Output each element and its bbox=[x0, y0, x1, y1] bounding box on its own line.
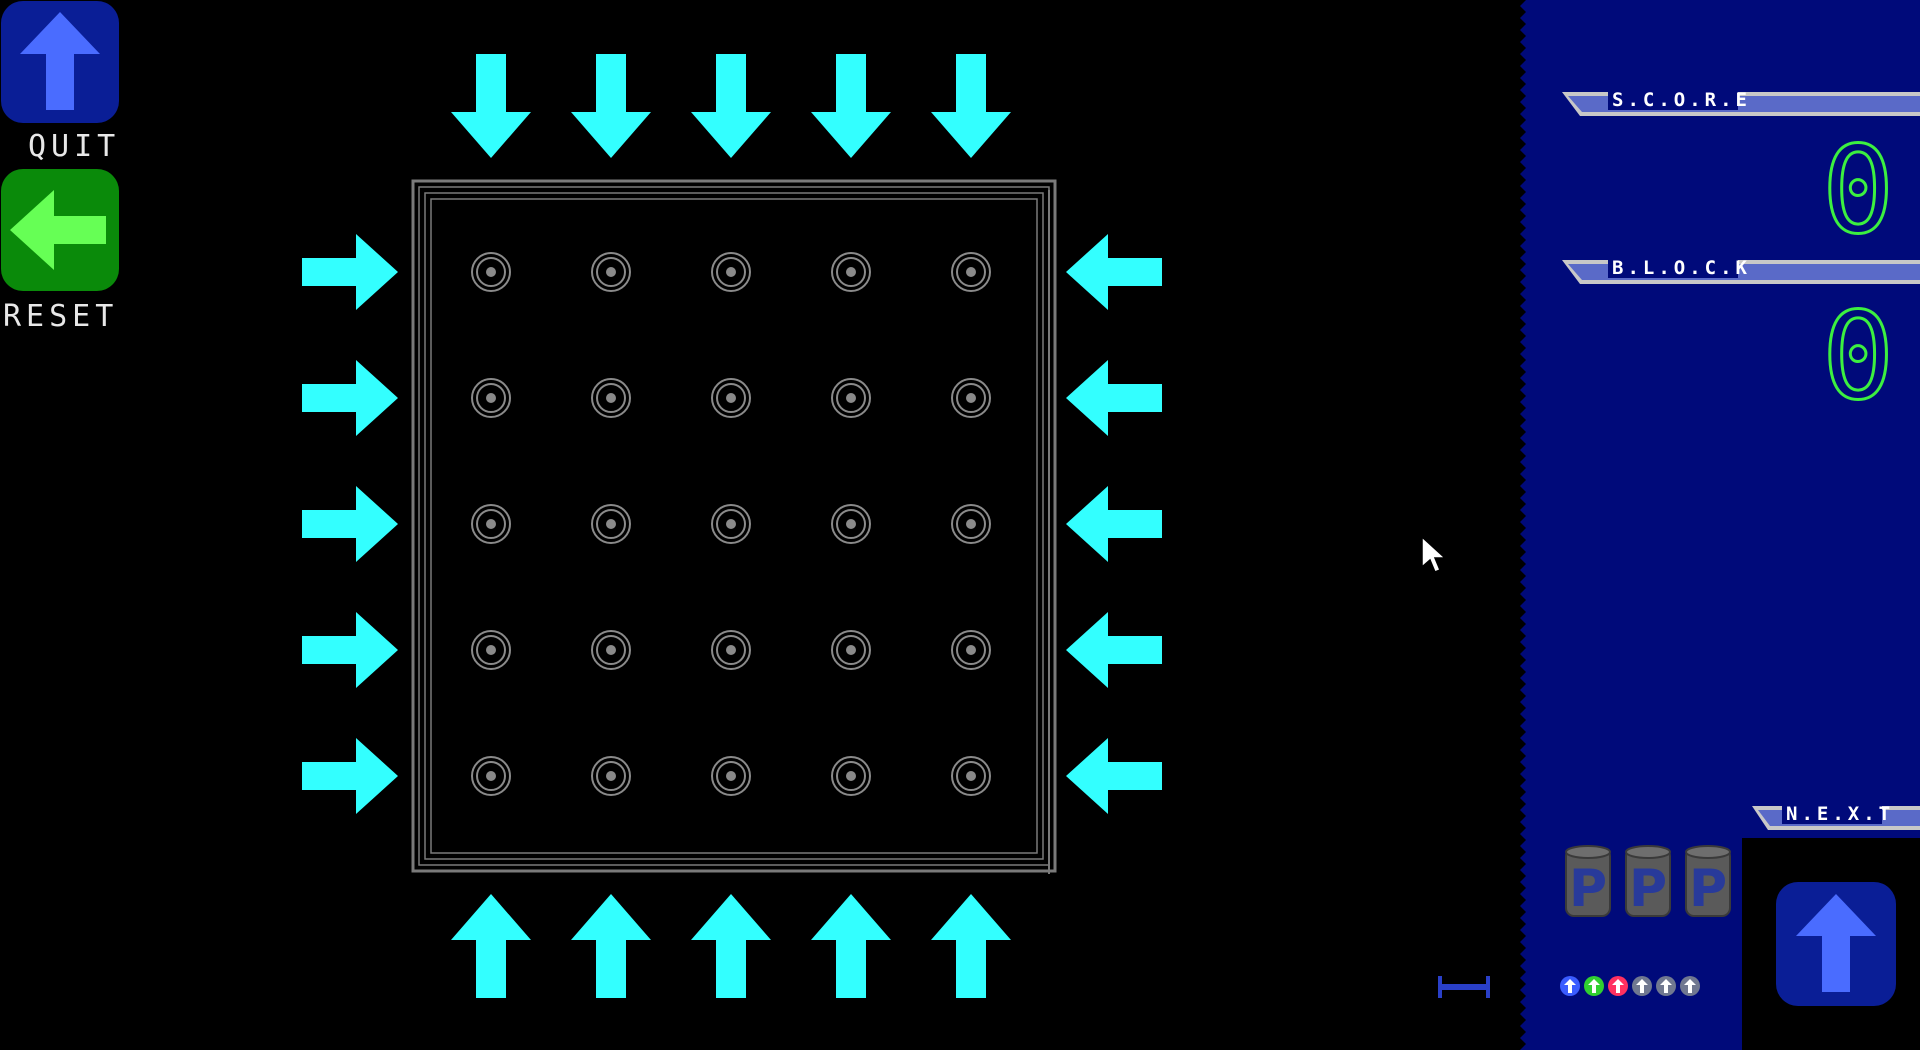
down-arrow-icon[interactable] bbox=[811, 54, 891, 158]
left-arrow-icon[interactable] bbox=[1066, 738, 1162, 814]
up-arrow-icon bbox=[1632, 976, 1652, 996]
board-cell-peg[interactable] bbox=[831, 756, 871, 796]
quit-label: QUIT bbox=[28, 129, 121, 164]
next-piece bbox=[1776, 882, 1896, 1006]
board-cell-peg[interactable] bbox=[951, 378, 991, 418]
up-arrow-icon[interactable] bbox=[811, 894, 891, 998]
board-cell-peg[interactable] bbox=[831, 504, 871, 544]
block-header: B.L.O.C.K bbox=[1562, 254, 1920, 284]
left-arrow-icon[interactable] bbox=[1066, 612, 1162, 688]
p-item-label: P bbox=[1629, 859, 1667, 919]
board-cell-peg[interactable] bbox=[711, 630, 751, 670]
board-cell-peg[interactable] bbox=[591, 756, 631, 796]
right-arrow-icon[interactable] bbox=[302, 738, 398, 814]
p-item-can: P bbox=[1565, 845, 1611, 919]
score-value: 0 bbox=[1822, 122, 1894, 261]
up-arrow-icon[interactable] bbox=[931, 894, 1011, 998]
quit-button[interactable]: QUIT bbox=[0, 0, 120, 162]
board-cell-peg[interactable] bbox=[831, 630, 871, 670]
down-arrow-icon[interactable] bbox=[571, 54, 651, 158]
reset-label: RESET bbox=[3, 299, 119, 334]
board-cell-peg[interactable] bbox=[471, 504, 511, 544]
up-arrow-icon bbox=[1608, 976, 1628, 996]
board-cell-peg[interactable] bbox=[831, 378, 871, 418]
board-cell-peg[interactable] bbox=[591, 630, 631, 670]
board-cell-peg[interactable] bbox=[471, 378, 511, 418]
up-arrow-icon[interactable] bbox=[571, 894, 651, 998]
board-frame bbox=[411, 179, 1057, 873]
board-frame bbox=[424, 192, 1044, 860]
score-header: S.C.O.R.E bbox=[1562, 86, 1920, 116]
up-arrow-icon bbox=[1680, 976, 1700, 996]
board-cell-peg[interactable] bbox=[951, 252, 991, 292]
left-arrow-icon[interactable] bbox=[1066, 486, 1162, 562]
up-arrow-icon bbox=[1584, 976, 1604, 996]
board-cell-peg[interactable] bbox=[951, 504, 991, 544]
board-cell-peg[interactable] bbox=[951, 756, 991, 796]
right-arrow-icon[interactable] bbox=[302, 360, 398, 436]
board-cell-peg[interactable] bbox=[471, 252, 511, 292]
board-cell-peg[interactable] bbox=[591, 378, 631, 418]
up-arrow-icon[interactable] bbox=[691, 894, 771, 998]
right-arrow-icon[interactable] bbox=[302, 612, 398, 688]
up-arrow-icon bbox=[1796, 894, 1876, 992]
board-cell-peg[interactable] bbox=[471, 756, 511, 796]
reset-button[interactable]: RESET bbox=[0, 168, 125, 336]
block-title: B.L.O.C.K bbox=[1612, 257, 1751, 279]
p-item-label: P bbox=[1689, 859, 1727, 919]
up-arrow-icon bbox=[1, 1, 119, 123]
board-cell-peg[interactable] bbox=[711, 378, 751, 418]
up-arrow-icon bbox=[1560, 976, 1580, 996]
left-arrow-icon[interactable] bbox=[1066, 360, 1162, 436]
right-arrow-icon[interactable] bbox=[302, 234, 398, 310]
block-value: 0 bbox=[1822, 288, 1894, 427]
next-header: N.E.X.T bbox=[1752, 800, 1920, 830]
board-cell-peg[interactable] bbox=[951, 630, 991, 670]
board-frame bbox=[430, 198, 1038, 854]
up-arrow-icon bbox=[1656, 976, 1676, 996]
left-arrow-icon[interactable] bbox=[1066, 234, 1162, 310]
board-cell-peg[interactable] bbox=[711, 756, 751, 796]
p-item-can: P bbox=[1685, 845, 1731, 919]
board-cell-peg[interactable] bbox=[831, 252, 871, 292]
game-board bbox=[302, 54, 1162, 998]
score-title: S.C.O.R.E bbox=[1612, 89, 1751, 111]
next-title: N.E.X.T bbox=[1786, 803, 1894, 825]
mini-arrow-list bbox=[1560, 976, 1700, 996]
board-cell-peg[interactable] bbox=[711, 252, 751, 292]
down-arrow-icon[interactable] bbox=[931, 54, 1011, 158]
board-cell-peg[interactable] bbox=[591, 504, 631, 544]
left-arrow-icon bbox=[1, 169, 119, 291]
up-arrow-icon[interactable] bbox=[451, 894, 531, 998]
board-cell-peg[interactable] bbox=[471, 630, 511, 670]
right-arrow-icon[interactable] bbox=[302, 486, 398, 562]
p-item-can: P bbox=[1625, 845, 1671, 919]
mouse-cursor-icon bbox=[1421, 535, 1447, 573]
board-cell-peg[interactable] bbox=[711, 504, 751, 544]
p-item-label: P bbox=[1569, 859, 1607, 919]
board-cell-peg[interactable] bbox=[591, 252, 631, 292]
down-arrow-icon[interactable] bbox=[451, 54, 531, 158]
position-marker-icon bbox=[1438, 976, 1490, 998]
down-arrow-icon[interactable] bbox=[691, 54, 771, 158]
